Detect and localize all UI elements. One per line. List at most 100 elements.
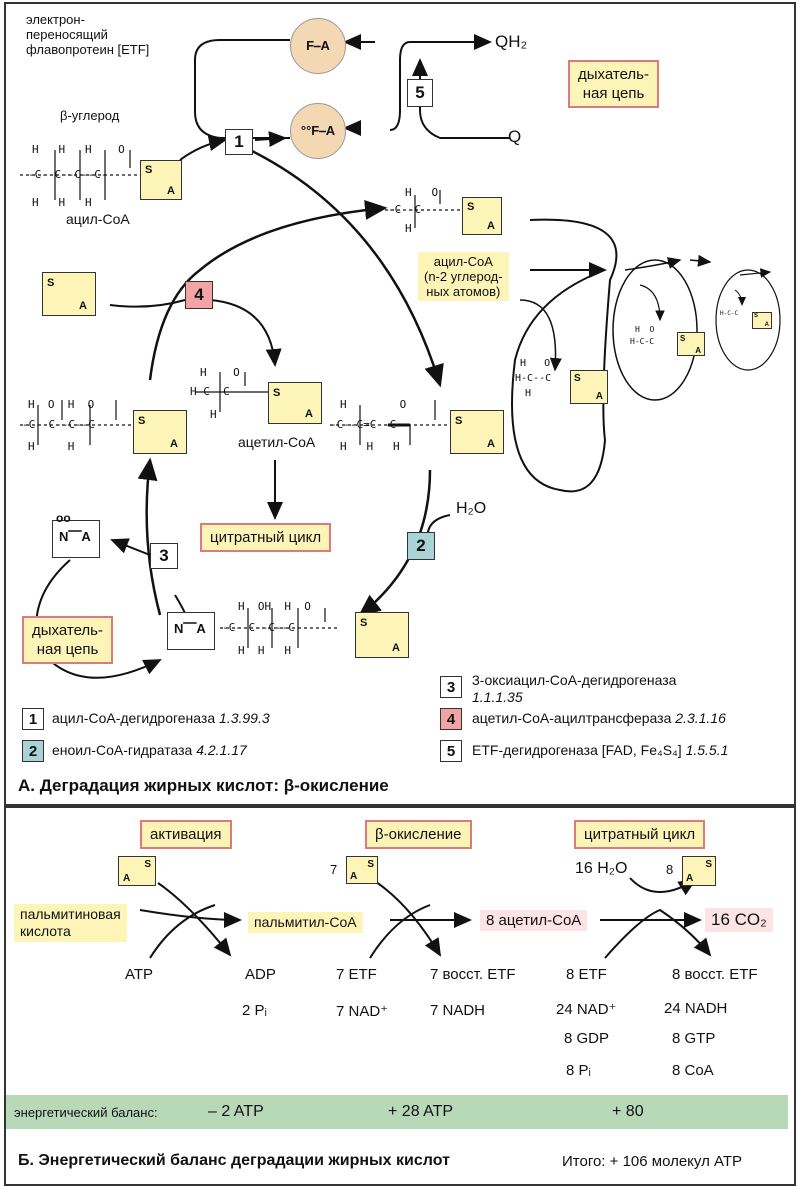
- atom-labels: H O: [520, 358, 551, 369]
- atp-label: ATP: [125, 966, 154, 983]
- acetyl-coa-label: ацетил-СоА: [238, 434, 316, 450]
- acetyl-coa-8-label: 8 ацетил-СоА: [480, 910, 588, 931]
- balance-beta-oxidation: + 28 ATP: [388, 1103, 454, 1120]
- acyl-coa-skeleton: [20, 150, 140, 200]
- q-label: Q: [508, 127, 522, 146]
- gtp-8-label: 8 GTP: [672, 1030, 716, 1047]
- etf-8-label: 8 ETF: [566, 966, 607, 983]
- acyl-coa-label: ацил-СоА: [66, 211, 130, 227]
- etf-7-reduced-label: 7 восст. ETF: [430, 966, 516, 983]
- ketoacyl-skeleton: [20, 400, 135, 445]
- atom-labels: H: [405, 222, 412, 235]
- citrate-cycle-label: цитратный цикл: [200, 523, 332, 552]
- beta-carbon-label: β-углерод: [60, 108, 120, 123]
- coa-8-label: 8 CoA: [672, 1062, 714, 1079]
- atom-labels: H H H: [238, 644, 291, 657]
- step-3-box: 3: [150, 543, 178, 569]
- etf-7-label: 7 ETF: [336, 966, 377, 983]
- water-b-label: 16 H₂O: [575, 860, 628, 877]
- citrate-cycle-b-label: цитратный цикл: [574, 820, 706, 849]
- step-2-box: 2: [407, 532, 435, 560]
- pi-2-label: 2 Pᵢ: [242, 1002, 267, 1019]
- hydroxyacyl-skeleton: [220, 608, 340, 648]
- qh2-label: QH₂: [495, 32, 528, 51]
- gdp-8-label: 8 GDP: [564, 1030, 610, 1047]
- atom-labels: H-C-C: [720, 310, 739, 317]
- legend-num-1: 1: [22, 708, 44, 730]
- atom-labels: H H: [28, 440, 75, 453]
- water-label: H₂O: [456, 500, 487, 517]
- atom-labels: H: [525, 388, 532, 399]
- atom-labels: H H H: [340, 440, 400, 453]
- legend-text-4: ацетил-СоА-ацилтрансфераза 2.3.1.16: [472, 710, 726, 726]
- atom-labels: -C--C--C--C-: [28, 168, 108, 181]
- step-4-box: 4: [185, 281, 213, 309]
- respiratory-chain-top: дыхатель- ная цепь: [568, 60, 659, 108]
- etf-label: электрон- переносящий флавопротеин [ETF]: [26, 12, 150, 57]
- nadh-24-label: 24 NADH: [664, 1000, 728, 1017]
- atom-labels: H-C-C: [630, 337, 655, 346]
- step3-arrow: [137, 457, 162, 616]
- atom-labels: H O: [405, 186, 439, 199]
- legend-num-4: 4: [440, 708, 462, 730]
- beta-oxidation-label: β-окисление: [365, 820, 472, 849]
- atom-labels: H-C--C: [190, 385, 230, 398]
- legend-num-3: 3: [440, 676, 462, 698]
- etf-reduced-icon: °°F⎯A: [290, 103, 346, 159]
- co2-label: 16 CO₂: [705, 908, 773, 932]
- nad-icon: N⎺A: [167, 612, 215, 650]
- step-1-box: 1: [225, 129, 253, 155]
- enoyl-skeleton: [330, 400, 450, 445]
- respiratory-chain-bottom: дыхатель- ная цепь: [22, 616, 113, 664]
- legend-text-1: ацил-СоА-дегидрогеназа 1.3.99.3: [52, 710, 270, 726]
- total-label: Итого: + 106 молекул АТР: [562, 1153, 743, 1170]
- nad-7-label: 7 NAD⁺: [336, 1003, 389, 1020]
- atom-labels: H O: [340, 398, 407, 411]
- coa-count-7: 7: [330, 862, 338, 877]
- atom-labels: H H H: [32, 196, 92, 209]
- acyl-coa-short-label: ацил-СоА (n-2 углерод- ных атомов): [418, 252, 509, 301]
- atom-labels: H H H O: [32, 143, 125, 156]
- atom-labels: -C--C--C--C: [222, 621, 295, 634]
- atom-labels: H OH H O: [238, 600, 311, 613]
- atom-labels: H-C--C: [515, 373, 552, 384]
- activation-label: активация: [140, 820, 232, 849]
- nad-24-label: 24 NAD⁺: [556, 1001, 617, 1018]
- energy-balance-bar: [6, 1095, 788, 1129]
- legend-num-2: 2: [22, 740, 44, 762]
- etf-oxidized-icon: F⎯A: [290, 18, 346, 74]
- step1-arrow: [249, 148, 444, 388]
- legend-text-5: ETF-дегидрогеназа [FAD, Fe₄S₄] 1.5.5.1: [472, 742, 729, 758]
- palmitic-acid-label: пальмитиновая кислота: [14, 904, 127, 942]
- etf-8-reduced-label: 8 восст. ETF: [672, 966, 758, 983]
- atom-labels: -C--C--C--C: [22, 418, 95, 431]
- balance-citrate: + 80: [612, 1103, 644, 1120]
- atom-labels: H O H O: [28, 398, 95, 411]
- step4-arrow: [148, 199, 388, 381]
- atom-labels: H: [210, 408, 217, 421]
- atom-labels: H O: [200, 366, 240, 379]
- balance-label: энергетический баланс:: [14, 1105, 158, 1120]
- atom-labels: -C--C: [388, 203, 422, 216]
- adp-label: ADP: [245, 966, 276, 983]
- palmitoyl-coa-label: пальмитил-СоА: [248, 912, 363, 933]
- panel-b-title: Б. Энергетический баланс деградации жирн…: [18, 1152, 450, 1169]
- legend-text-2: еноил-СоА-гидратаза 4.2.1.17: [52, 742, 247, 758]
- balance-activation: – 2 ATP: [208, 1103, 264, 1120]
- pi-8-label: 8 Pᵢ: [566, 1062, 591, 1079]
